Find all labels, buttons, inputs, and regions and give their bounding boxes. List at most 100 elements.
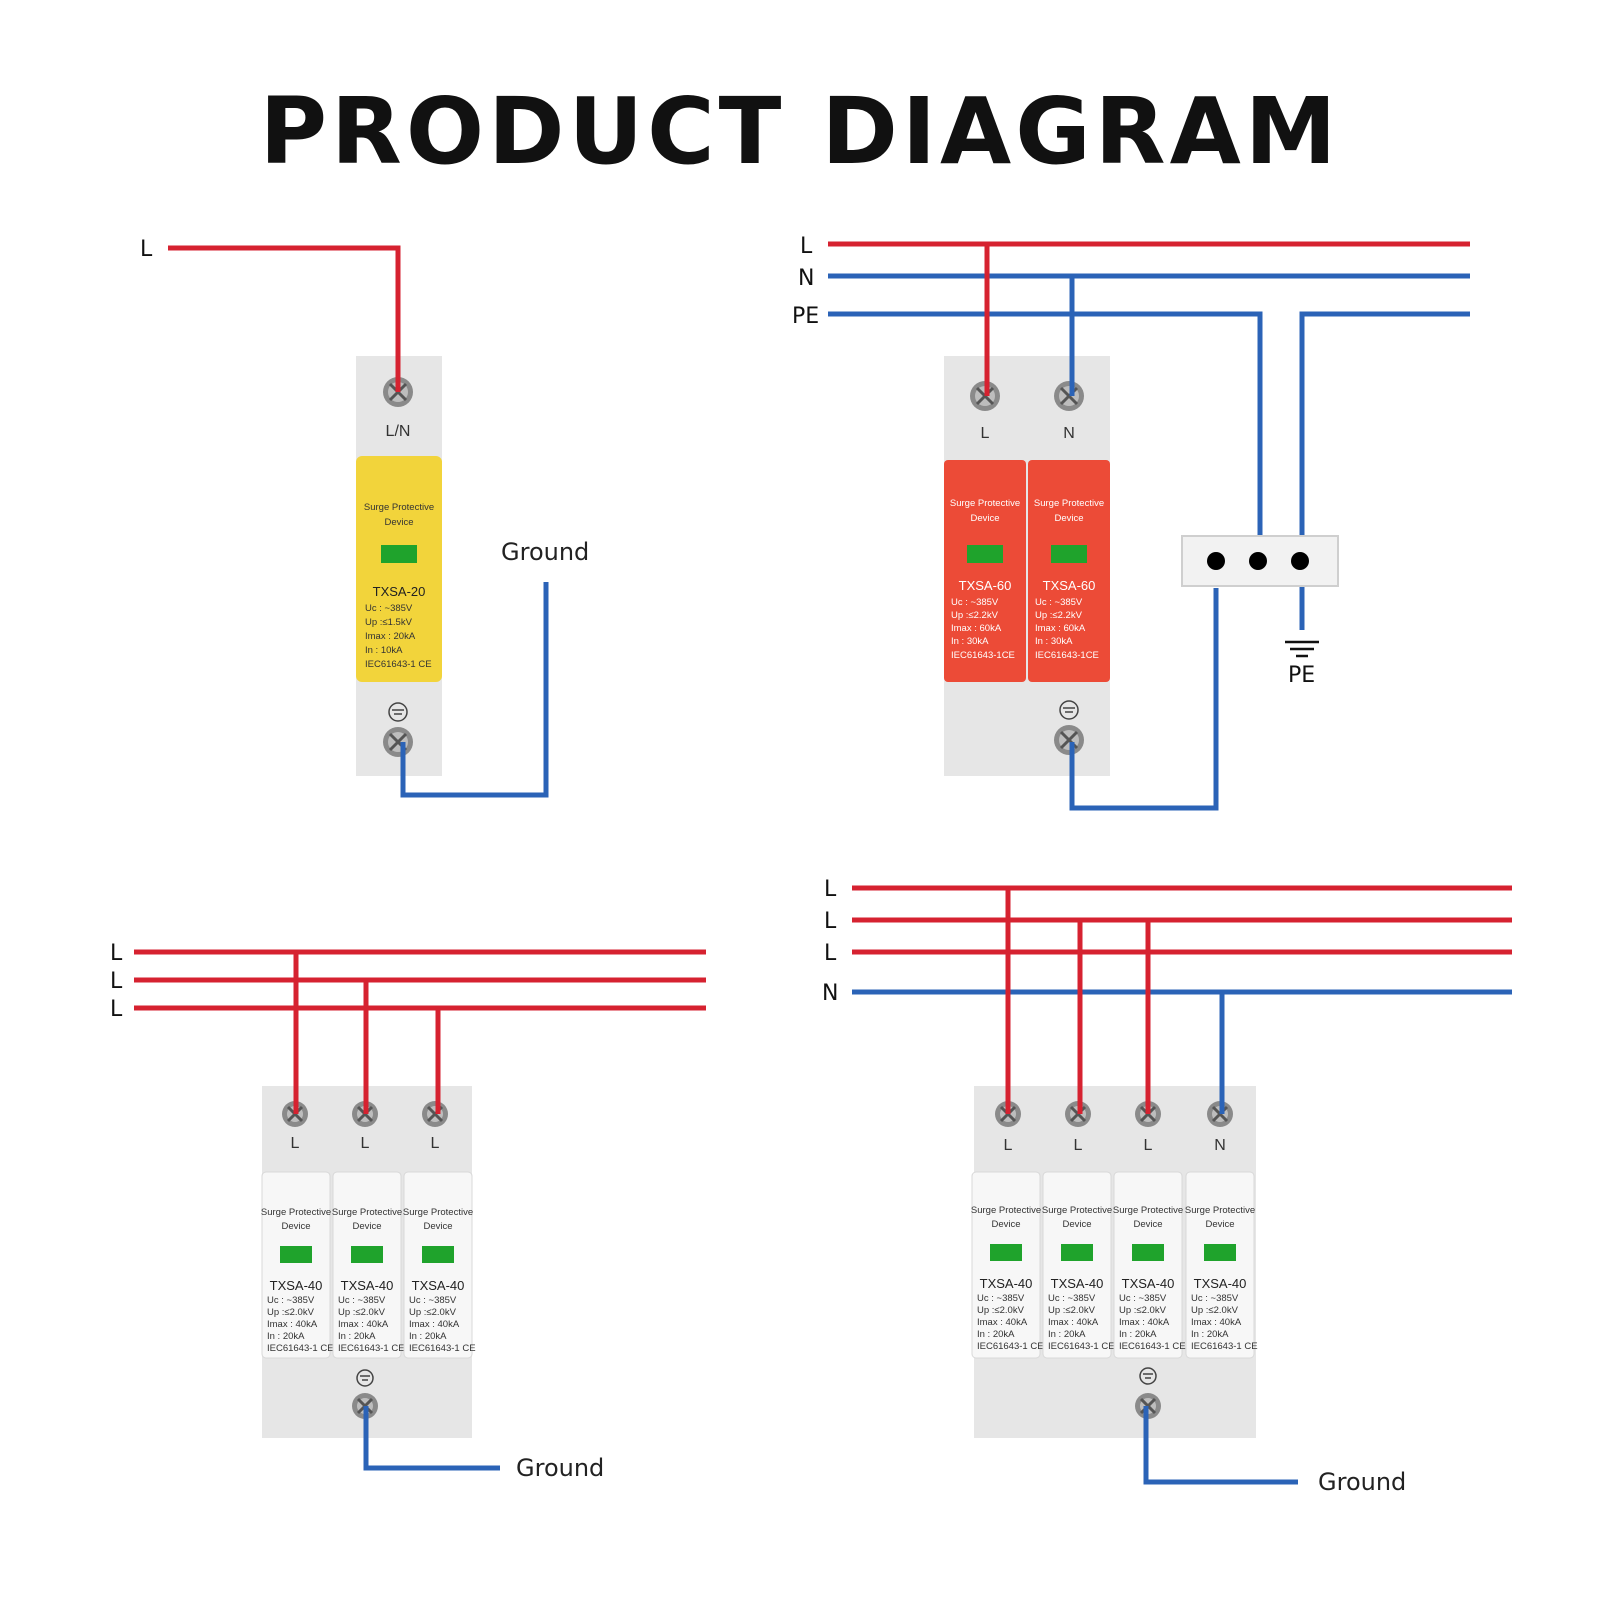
spec-uc: Uc : ~385V [1035,597,1083,608]
spec-up: Up :≤1.5kV [365,617,413,628]
svg-text:IEC61643-1 CE: IEC61643-1 CE [338,1343,405,1354]
svg-text:Surge Protective: Surge Protective [1042,1205,1112,1216]
status-indicator [967,545,1003,563]
spec-uc: Uc : ~385V [951,597,999,608]
terminal-label: N [1214,1137,1226,1154]
module-model: TXSA-40 [341,1278,394,1293]
svg-text:In : 20kA: In : 20kA [338,1331,376,1342]
spec-standard: IEC61643-1CE [1035,650,1099,661]
ground-wire [400,582,549,798]
module-title-line1: Surge Protective [364,502,434,513]
module-white-3: Surge Protective Device TXSA-40 Uc : ~38… [403,1171,476,1359]
svg-text:Imax : 40kA: Imax : 40kA [977,1317,1028,1328]
module-white-1: Surge Protective Device TXSA-40 Uc : ~38… [971,1171,1044,1359]
terminal-screw-3 [422,1101,448,1127]
panel-three-pole: L L L Surge Protective Device TXSA-40 Uc… [110,941,706,1482]
svg-text:Up :≤2.0kV: Up :≤2.0kV [409,1307,457,1318]
ground-icon [356,1369,374,1387]
module-title-line2: Device [970,513,999,524]
spec-in: In : 30kA [1035,636,1073,647]
status-indicator [381,545,417,563]
svg-text:Surge Protective: Surge Protective [403,1207,473,1218]
svg-text:Surge Protective: Surge Protective [332,1207,402,1218]
module-title-line2: Device [1054,513,1083,524]
svg-text:In : 20kA: In : 20kA [409,1331,447,1342]
terminal-screw-bottom [383,727,413,757]
line-wire [168,245,401,392]
module-model: TXSA-60 [959,578,1012,593]
svg-text:Device: Device [1205,1219,1234,1230]
wire-label-L: L [824,877,837,902]
svg-text:Imax : 40kA: Imax : 40kA [338,1319,389,1330]
panel-two-pole: L N Surge Protective Device TXSA-60 Uc :… [792,234,1470,811]
spec-up: Up :≤2.2kV [1035,610,1083,621]
page-title: PRODUCT DIAGRAM [259,78,1341,185]
spec-in: In : 10kA [365,645,403,656]
svg-text:IEC61643-1 CE: IEC61643-1 CE [267,1343,334,1354]
ground-label: Ground [1318,1468,1406,1496]
svg-text:Up :≤2.0kV: Up :≤2.0kV [977,1305,1025,1316]
module-title-line1: Surge Protective [1034,498,1104,509]
module-white-2: Surge Protective Device TXSA-40 Uc : ~38… [332,1171,405,1359]
module-title-line2: Device [384,517,413,528]
bus-PE-left [828,311,1263,538]
svg-text:In : 20kA: In : 20kA [267,1331,305,1342]
ground-icon [388,702,408,722]
terminal-label: L [291,1135,300,1152]
terminal-screw-bottom [1054,725,1084,755]
terminal-block [1181,535,1339,587]
svg-text:Uc : ~385V: Uc : ~385V [977,1293,1025,1304]
svg-text:Surge Protective: Surge Protective [971,1205,1041,1216]
svg-text:Uc : ~385V: Uc : ~385V [1048,1293,1096,1304]
ground-icon [1059,700,1079,720]
spec-imax: Imax : 60kA [1035,623,1086,634]
spec-up: Up :≤2.2kV [951,610,999,621]
wire-label-N: N [822,981,838,1006]
terminal-label: L/N [386,423,411,440]
spec-standard: IEC61643-1CE [951,650,1015,661]
status-indicator [1051,545,1087,563]
svg-text:IEC61643-1 CE: IEC61643-1 CE [1191,1341,1258,1352]
module-model: TXSA-40 [270,1278,323,1293]
svg-text:Device: Device [991,1219,1020,1230]
svg-text:Device: Device [423,1221,452,1232]
svg-text:In : 20kA: In : 20kA [1191,1329,1229,1340]
spec-uc: Uc : ~385V [365,603,413,614]
svg-text:IEC61643-1 CE: IEC61643-1 CE [409,1343,476,1354]
svg-text:Imax : 40kA: Imax : 40kA [409,1319,460,1330]
wire-label-L: L [824,909,837,934]
module-title-line1: Surge Protective [950,498,1020,509]
module-model: TXSA-40 [412,1278,465,1293]
module-model: TXSA-40 [1194,1276,1247,1291]
module-white-4: Surge Protective Device TXSA-40 Uc : ~38… [1185,1171,1258,1359]
module-white-3: Surge Protective Device TXSA-40 Uc : ~38… [1113,1171,1186,1359]
wire-label-L: L [140,237,153,262]
bus-PE-right [1299,311,1470,630]
svg-text:Imax : 40kA: Imax : 40kA [1048,1317,1099,1328]
svg-text:Surge Protective: Surge Protective [1113,1205,1183,1216]
svg-text:Uc : ~385V: Uc : ~385V [409,1295,457,1306]
svg-text:IEC61643-1 CE: IEC61643-1 CE [1119,1341,1186,1352]
svg-text:Up :≤2.0kV: Up :≤2.0kV [1191,1305,1239,1316]
module-yellow [356,456,442,682]
svg-text:Up :≤2.0kV: Up :≤2.0kV [338,1307,386,1318]
wire-label-L: L [824,941,837,966]
svg-text:Up :≤2.0kV: Up :≤2.0kV [1048,1305,1096,1316]
svg-text:Device: Device [1133,1219,1162,1230]
terminal-label-N: N [1063,425,1075,442]
panel-four-pole: L L L N Surge Protective Device TXSA-40 … [822,877,1512,1496]
wire-label-N: N [798,266,814,291]
spec-standard: IEC61643-1 CE [365,659,432,670]
svg-text:IEC61643-1 CE: IEC61643-1 CE [1048,1341,1115,1352]
module-model: TXSA-60 [1043,578,1096,593]
terminal-label-L: L [981,425,990,442]
module-white-1: Surge Protective Device TXSA-40 Uc : ~38… [261,1171,334,1359]
module-model: TXSA-40 [1122,1276,1175,1291]
svg-text:Uc : ~385V: Uc : ~385V [1191,1293,1239,1304]
ground-icon [1139,1367,1157,1385]
ground-wire [363,1406,500,1471]
ground-wire [1143,1406,1298,1485]
terminal-label: L [361,1135,370,1152]
wire-label-L: L [110,941,123,966]
